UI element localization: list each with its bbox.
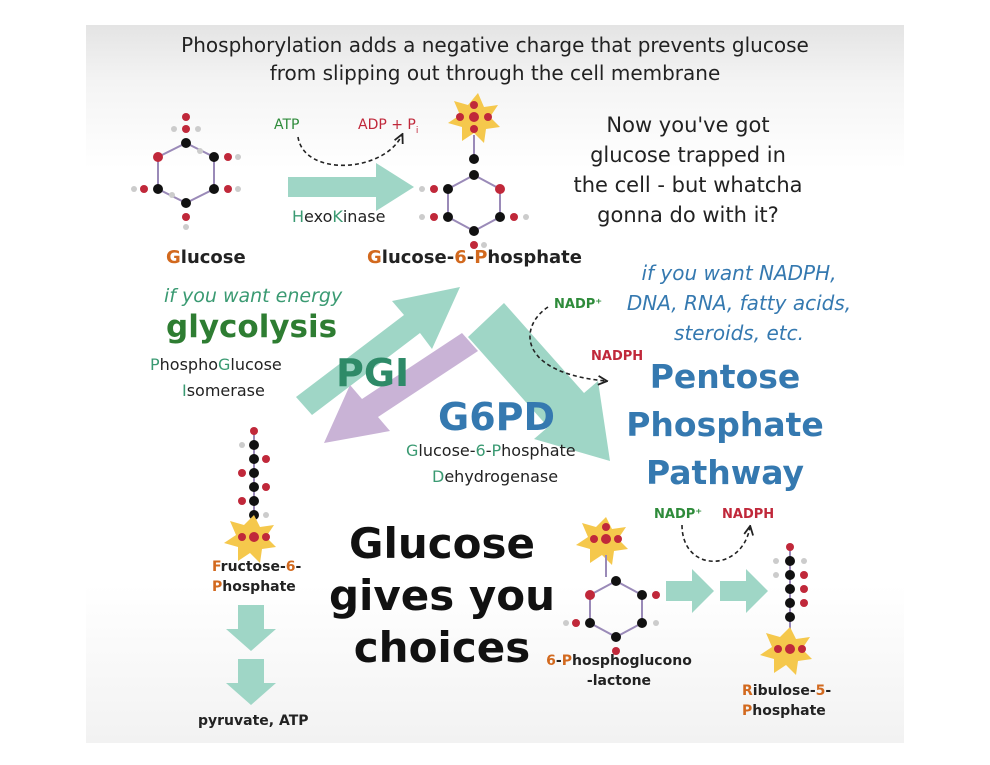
slogan-line-2: gives you — [328, 571, 556, 620]
fructose-6-phosphate-molecule — [224, 427, 276, 563]
pentose-title: Pentose — [649, 357, 801, 396]
pgi-reverse-arrow — [324, 333, 478, 443]
header-line-2: from slipping out through the cell membr… — [269, 61, 721, 85]
f6p-down-arrow-2 — [226, 659, 276, 705]
lactone-nadp-dashed-arrow — [681, 525, 750, 562]
g6pd-arrow — [468, 303, 610, 461]
ribulose-5-phosphate-molecule — [760, 543, 812, 675]
glucose-6-phosphate-label: Glucose-6-Phosphate — [367, 247, 582, 268]
nadp-label: NADP⁺ — [554, 297, 603, 312]
isomerase-label: Isomerase — [182, 381, 265, 400]
phosphoglucono-label: 6-Phosphoglucono — [546, 653, 692, 669]
glucose-label: Glucose — [166, 247, 246, 268]
6-phosphoglucono-lactone-molecule — [563, 517, 660, 655]
atp-label: ATP — [274, 117, 300, 133]
diagram-graphics — [131, 93, 812, 705]
hexokinase-arrow — [288, 163, 414, 211]
lactone-label: -lactone — [586, 673, 652, 689]
question-line-2: glucose trapped in — [590, 143, 786, 167]
ribulose-phosphate-label: Phosphate — [742, 703, 826, 719]
slogan-line-1: Glucose — [348, 519, 535, 568]
pgi-forward-arrow — [296, 287, 460, 415]
pyruvate-atp-label: pyruvate, ATP — [198, 713, 309, 729]
question-line-3: the cell - but whatcha — [573, 173, 803, 197]
ppp-hint-line-3: steroids, etc. — [674, 321, 804, 345]
ppp-hint-line-1: if you want NADPH, — [641, 261, 837, 285]
f6p-down-arrow-1 — [226, 605, 276, 651]
glycolysis-title: glycolysis — [166, 309, 338, 345]
phosphate-label: Phosphate — [212, 579, 296, 595]
fructose-6-label: Fructose-6- — [212, 559, 302, 575]
g6pd-full-line-1: Glucose-6-Phosphate — [406, 441, 576, 460]
adp-pi-label: ADP + Pi — [358, 117, 419, 136]
g6pd-label: G6PD — [438, 395, 556, 439]
atp-adp-dashed-arrow — [297, 135, 402, 167]
pathway-title: Pathway — [645, 453, 805, 492]
slogan-line-3: choices — [353, 623, 531, 672]
glucose-molecule — [131, 113, 241, 230]
lactone-nadp-label: NADP⁺ — [654, 507, 703, 522]
nadph-label: NADPH — [591, 349, 644, 364]
phosphoglucose-label: PhosphoGlucose — [150, 355, 282, 374]
lactone-arrow-2 — [720, 569, 768, 613]
phosphate-title: Phosphate — [626, 405, 824, 444]
glucose-6-phosphate-molecule — [419, 93, 529, 249]
question-line-1: Now you've got — [606, 113, 770, 137]
header-line-1: Phosphorylation adds a negative charge t… — [181, 33, 809, 57]
hexokinase-label: HexoKinase — [292, 207, 386, 226]
slide: Phosphorylation adds a negative charge t… — [86, 25, 904, 743]
lactone-nadph-label: NADPH — [722, 507, 775, 522]
g6pd-full-line-2: Dehydrogenase — [432, 467, 559, 486]
ribulose-5-label: Ribulose-5- — [742, 683, 832, 699]
energy-hint: if you want energy — [164, 285, 343, 307]
lactone-arrow-1 — [666, 569, 714, 613]
ppp-hint-line-2: DNA, RNA, fatty acids, — [626, 291, 852, 315]
pgi-label: PGI — [336, 351, 410, 395]
question-line-4: gonna do with it? — [597, 203, 779, 227]
